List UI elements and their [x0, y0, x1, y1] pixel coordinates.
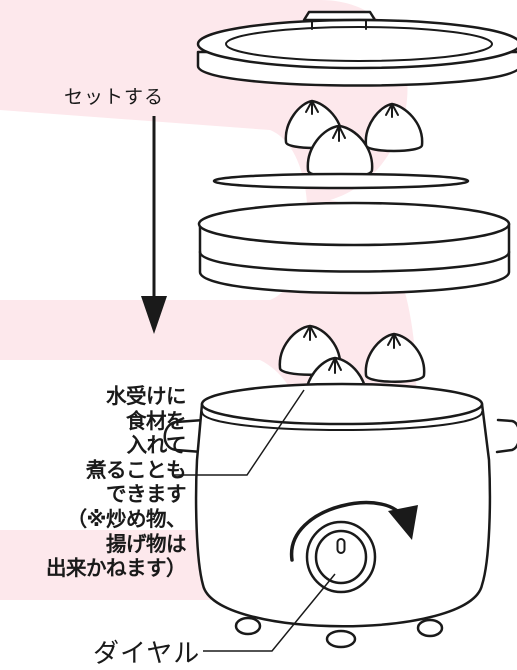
- lid: [196, 10, 517, 87]
- bun: [364, 332, 426, 383]
- right-handle: [495, 418, 517, 454]
- upper-buns: [284, 99, 424, 179]
- pot: [163, 382, 517, 649]
- note-line: 食材を: [126, 408, 187, 433]
- note-line: 水受けに: [106, 384, 187, 408]
- pot-feet: [234, 616, 444, 649]
- dial-label: ダイヤル: [93, 639, 201, 669]
- lower-buns: [278, 324, 426, 409]
- note-line: 出来かねます）: [46, 556, 187, 581]
- note-line: （※炒め物、: [66, 506, 187, 531]
- steamer-basket: [197, 201, 511, 295]
- dial-knob[interactable]: [305, 520, 377, 594]
- rotation-arrowhead: [388, 505, 418, 540]
- set-down-arrow: [141, 116, 167, 334]
- dial-indicator: [336, 538, 346, 554]
- dial-leader-line: [203, 573, 336, 652]
- note-line: 揚げ物は: [106, 531, 187, 556]
- left-handle: [163, 418, 206, 454]
- water-tray-leader-line: [174, 389, 305, 476]
- steam-plate: [212, 172, 470, 190]
- set-instruction-label: セットする: [64, 86, 165, 108]
- note-line: できます: [106, 482, 187, 507]
- bun: [364, 102, 424, 153]
- note-line: 入れて: [126, 433, 187, 458]
- water-tray-note: 水受けに 食材を 入れて 煮ることも できます （※炒め物、 揚げ物は 出来かね…: [6, 384, 187, 581]
- note-line: 煮ることも: [86, 457, 187, 482]
